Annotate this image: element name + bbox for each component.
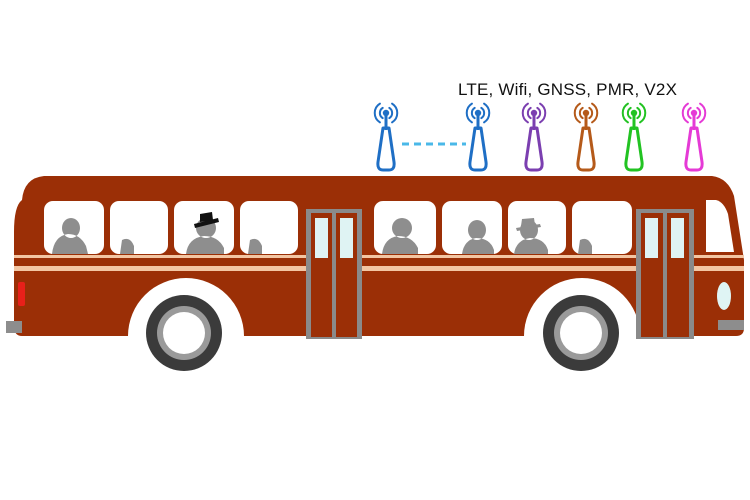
door-glass [340,218,353,258]
antenna-body [624,126,644,172]
antenna-purple [521,102,547,172]
antenna-wave-inner-left [578,106,584,120]
door-glass [315,218,328,258]
headlight [717,282,731,310]
antenna-wave-outer-left [681,102,689,124]
passenger-seat [120,238,134,254]
technology-list-caption: LTE, Wifi, GNSS, PMR, V2X [458,80,678,99]
antenna-body [376,126,396,172]
antennas [373,102,707,172]
hat [194,212,219,228]
antenna-wave-inner-right [588,106,594,120]
window [110,201,168,254]
cap [516,218,541,231]
antenna-tip [530,109,538,117]
antenna-tip [582,109,590,117]
antenna-orange [573,102,599,172]
antenna-wave-inner-left [470,106,476,120]
front-wheel [543,295,619,371]
antenna-wave-outer-right [591,102,599,124]
antenna-wave-outer-left [521,102,529,124]
antenna-wave-inner-left [626,106,632,120]
antenna-tip [630,109,638,117]
antenna-body [468,126,488,172]
door-glass [671,218,684,258]
rear-wheel [146,295,222,371]
side-stripe [14,266,744,271]
antenna-magenta [681,102,707,172]
antenna-wave-outer-right [483,102,491,124]
antenna-wave-inner-left [526,106,532,120]
passenger-seat [248,238,262,254]
antenna-wave-inner-right [480,106,486,120]
antenna-wave-inner-right [536,106,542,120]
antenna-wave-outer-right [699,102,707,124]
antenna-tip [474,109,482,117]
upper-stripe [14,255,744,258]
antenna-wave-inner-right [696,106,702,120]
antenna-wave-outer-right [391,102,399,124]
antenna-wave-outer-left [621,102,629,124]
antenna-blue-1 [373,102,399,172]
passenger [382,218,418,254]
antenna-green [621,102,647,172]
front-door [636,209,694,339]
antenna-wave-outer-right [639,102,647,124]
antenna-wave-outer-left [465,102,473,124]
antenna-wave-inner-right [636,106,642,120]
front-bumper [718,320,744,330]
antenna-wave-inner-right [388,106,394,120]
rear-bumper [6,321,22,333]
hub [163,312,205,354]
passenger [462,220,494,254]
antenna-body [684,126,704,172]
antenna-wave-inner-left [378,106,384,120]
rear-door [306,209,362,339]
door-glass [645,218,658,258]
passenger-seat [578,238,592,254]
windshield [706,200,734,252]
antenna-wave-outer-right [539,102,547,124]
tail-light [18,282,25,306]
antenna-wave-inner-left [686,106,692,120]
antenna-wave-outer-left [573,102,581,124]
antenna-body [524,126,544,172]
antenna-blue-2 [465,102,491,172]
passenger [52,218,88,254]
antenna-tip [690,109,698,117]
window [240,201,298,254]
antenna-wave-outer-left [373,102,381,124]
antenna-tip [382,109,390,117]
antenna-body [576,126,596,172]
passenger [186,218,224,254]
hub [560,312,602,354]
